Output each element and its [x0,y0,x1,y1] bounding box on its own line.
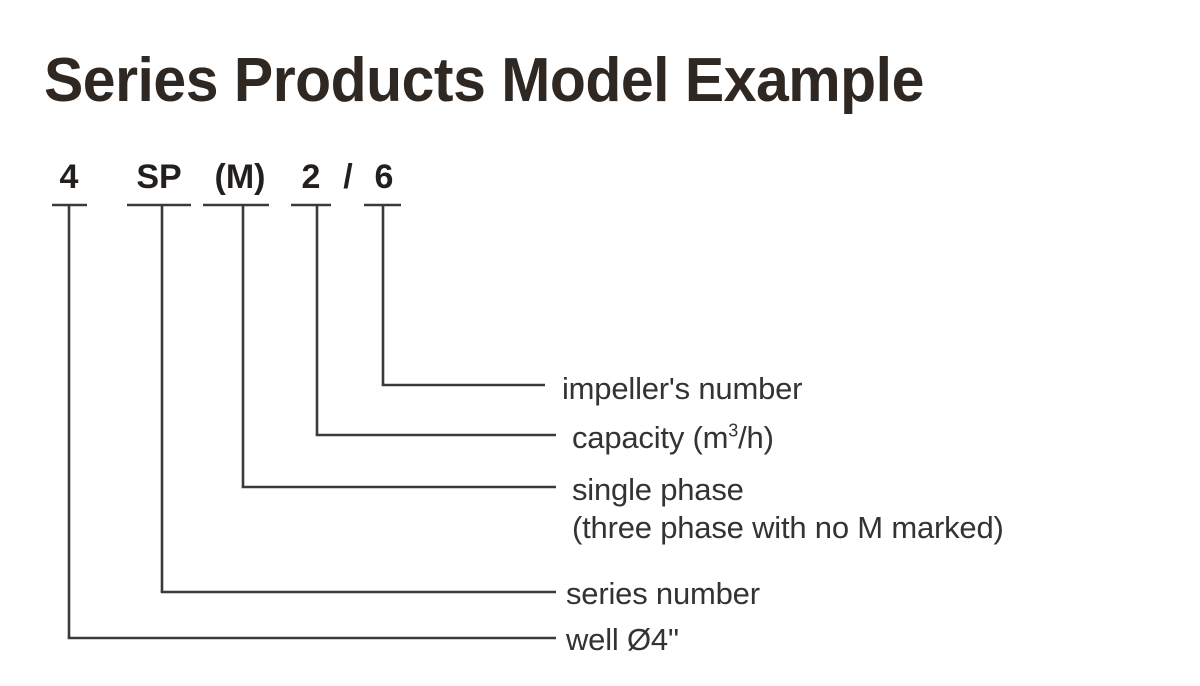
callout-label-prefix: capacity (m [572,420,729,455]
callout-label-suffix: /h) [738,420,774,455]
model-code-token: 6 [374,158,394,196]
callout-label-line1: series number [566,576,760,611]
callout-label-capacity: capacity (m3/h) [572,419,774,457]
superscript-exponent: 3 [728,420,739,441]
callout-label-line1: well Ø4" [566,622,679,657]
callout-label-series-number: series number [566,575,760,613]
model-code-token: SP [136,158,182,196]
model-code-row: 4 SP (M) 2 / 6 [0,160,1200,204]
callout-label-well-diameter: well Ø4" [566,621,679,659]
model-code-token: 4 [59,158,79,196]
callout-label-single-phase: single phase(three phase with no M marke… [572,471,1004,547]
model-code-token: 2 [301,158,321,196]
callout-label-line2: (three phase with no M marked) [572,510,1004,545]
model-code-token: / [343,158,353,196]
page-title: Series Products Model Example [44,46,924,115]
callout-label-line1: single phase [572,472,744,507]
callout-label-impellers-number: impeller's number [562,370,802,408]
model-code-token: (M) [214,158,266,196]
callout-label-line1: impeller's number [562,371,803,406]
